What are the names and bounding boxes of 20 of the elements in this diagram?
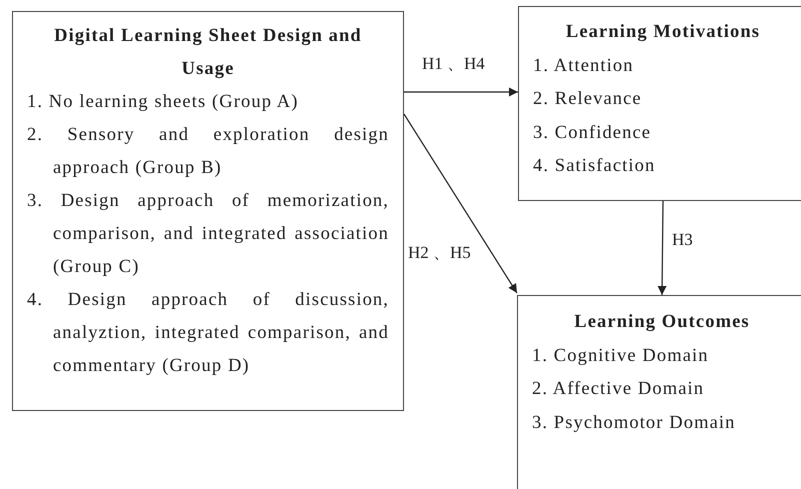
text-box xyxy=(12,11,404,411)
list-item: 1. Attention xyxy=(533,54,635,78)
box-title: Learning Motivations xyxy=(564,21,762,44)
list-item: 3. Confidence xyxy=(533,122,652,144)
box-title: Learning Outcomes xyxy=(573,311,751,334)
arrow xyxy=(404,114,518,294)
arrow xyxy=(658,201,667,295)
box-title: Digital Learning Sheet Design and Usage xyxy=(53,25,363,81)
list-item: 2. Affective Domain xyxy=(532,378,706,401)
text-box xyxy=(518,6,801,201)
list-item: 4. Design approach of discussion, analyztion, integrated comparison, and commentary (Group D) xyxy=(27,289,389,378)
arrow xyxy=(404,88,518,96)
list-item: 4. Satisfaction xyxy=(533,155,656,178)
list-item: 2. Relevance xyxy=(533,88,643,111)
list-item: 1. No learning sheets (Group A) xyxy=(27,91,300,114)
list-item: 2. Sensory and exploration design approach (Group B) xyxy=(27,124,389,180)
text-box xyxy=(517,295,801,489)
list-item: 3. Design approach of memorization, comparison, and integrated association (Group C) xyxy=(27,190,389,279)
list-item: 1. Cognitive Domain xyxy=(532,344,710,368)
list-item: 3. Psychomotor Domain xyxy=(532,412,736,434)
